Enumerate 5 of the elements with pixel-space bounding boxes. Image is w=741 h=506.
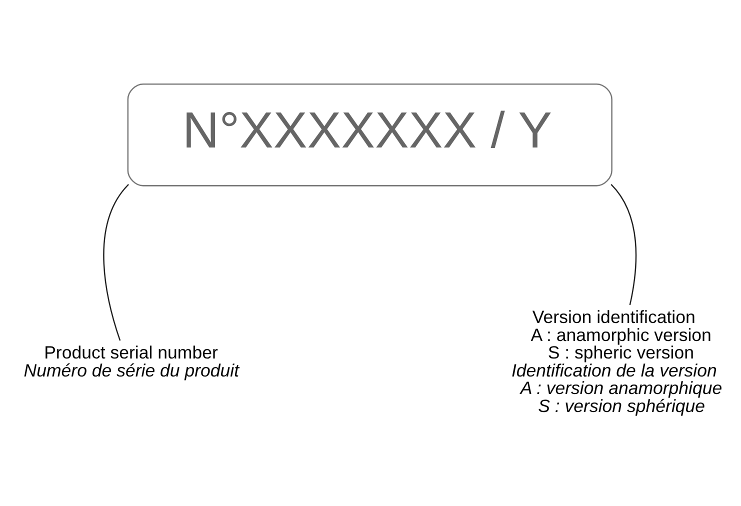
connector xyxy=(103,184,130,341)
node-text: Product serial number Numéro de série du produit xyxy=(24,342,240,380)
node-box: N°XXXXXXX / Y xyxy=(127,83,612,186)
node-text: Version identification A : anamorphic version S : spheric version Identification de la version A : version anamorphique S : version sphérique xyxy=(511,307,722,416)
connector xyxy=(610,184,637,306)
